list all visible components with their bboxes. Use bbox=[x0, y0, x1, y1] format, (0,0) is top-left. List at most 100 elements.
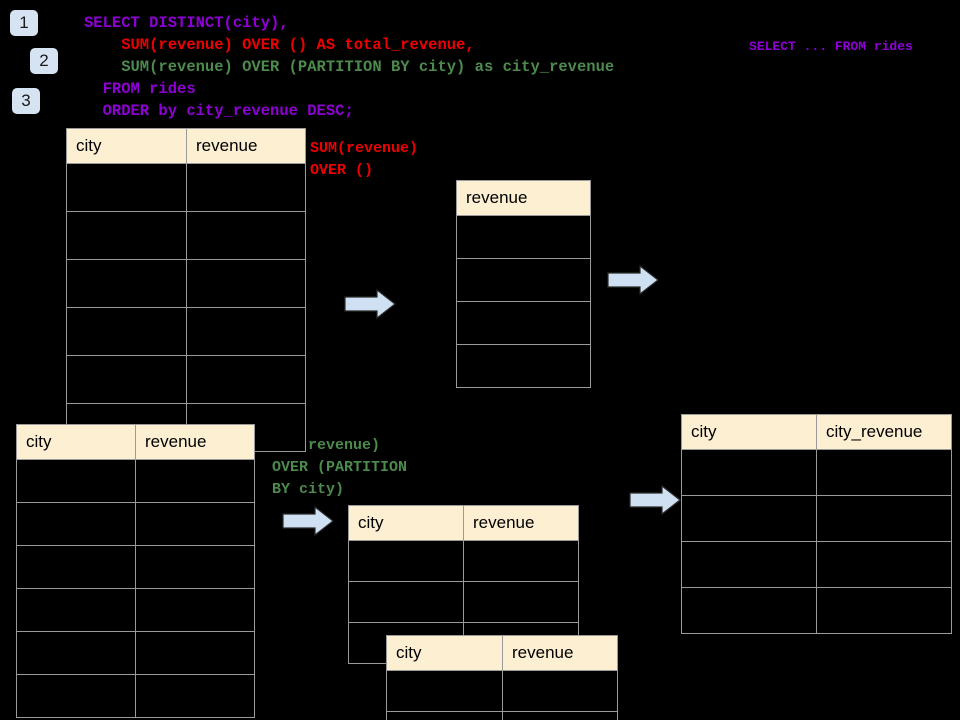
table-row bbox=[456, 344, 591, 388]
table-cell-city_revenue bbox=[816, 449, 952, 496]
table-row bbox=[386, 670, 618, 712]
table-cell-city_revenue bbox=[816, 587, 952, 634]
table-row bbox=[16, 459, 255, 503]
sql-line-3: SUM(revenue) OVER (PARTITION BY city) as… bbox=[84, 58, 615, 76]
table-cell-revenue bbox=[135, 459, 255, 503]
column-header-city: city bbox=[681, 414, 817, 450]
table-row bbox=[456, 301, 591, 345]
table-cell-city bbox=[16, 674, 136, 718]
table-cell-revenue bbox=[135, 674, 255, 718]
table-header-row: revenue bbox=[456, 180, 591, 216]
table-row bbox=[386, 711, 618, 720]
table-cell-city bbox=[348, 540, 464, 582]
table-cell-city bbox=[16, 588, 136, 632]
table-row bbox=[16, 631, 255, 675]
table-cell-city bbox=[16, 459, 136, 503]
table-cell-revenue bbox=[135, 502, 255, 546]
table-row bbox=[456, 258, 591, 302]
annot-total-revenue: SUM(revenue) OVER () bbox=[310, 140, 419, 179]
side-note-select-from-rides: SELECT ... FROM rides bbox=[749, 39, 913, 54]
table-row bbox=[348, 540, 579, 582]
table-cell-city bbox=[681, 449, 817, 496]
table-cell-revenue bbox=[463, 581, 579, 623]
table-cell-city bbox=[681, 495, 817, 542]
table-cell-city bbox=[16, 631, 136, 675]
column-header-city: city bbox=[66, 128, 187, 164]
table-row bbox=[16, 502, 255, 546]
table-cell-city bbox=[386, 711, 503, 720]
table-row bbox=[456, 215, 591, 259]
table-row bbox=[348, 581, 579, 623]
column-header-city: city bbox=[16, 424, 136, 460]
column-header-city: city bbox=[348, 505, 464, 541]
column-header-revenue: revenue bbox=[463, 505, 579, 541]
table-row bbox=[66, 211, 306, 260]
table-cell-revenue bbox=[186, 163, 306, 212]
table-cell-revenue bbox=[456, 301, 591, 345]
table-cell-revenue bbox=[463, 540, 579, 582]
table-row bbox=[681, 495, 952, 542]
table-cell-city bbox=[16, 545, 136, 589]
column-header-revenue: revenue bbox=[186, 128, 306, 164]
table-cell-revenue bbox=[135, 588, 255, 632]
table-cell-city bbox=[66, 355, 187, 404]
arrow-source-to-total-revenue bbox=[344, 288, 396, 320]
step-badge-3: 3 bbox=[12, 88, 40, 114]
arrow-partition-to-result bbox=[629, 484, 681, 516]
table-cell-revenue bbox=[186, 307, 306, 356]
total-revenue-table: revenue bbox=[456, 180, 591, 388]
sql-line-2: SUM(revenue) OVER () AS total_revenue, bbox=[84, 36, 475, 54]
table-cell-revenue bbox=[186, 355, 306, 404]
table-row bbox=[681, 541, 952, 588]
table-row bbox=[66, 355, 306, 404]
table-cell-revenue bbox=[186, 211, 306, 260]
table-cell-city bbox=[681, 541, 817, 588]
table-row bbox=[16, 545, 255, 589]
table-cell-city bbox=[66, 259, 187, 308]
step-badge-1: 1 bbox=[10, 10, 38, 36]
table-cell-city bbox=[16, 502, 136, 546]
right-arrow-icon bbox=[344, 288, 396, 320]
table-cell-city_revenue bbox=[816, 541, 952, 588]
table-cell-revenue bbox=[456, 258, 591, 302]
arrow-total-to-result bbox=[607, 264, 659, 296]
right-arrow-icon bbox=[607, 264, 659, 296]
table-cell-city bbox=[348, 581, 464, 623]
column-header-city: city bbox=[386, 635, 503, 671]
table-cell-revenue bbox=[135, 545, 255, 589]
sql-line-5: ORDER by city_revenue DESC; bbox=[84, 102, 354, 120]
sql-line-1: SELECT DISTINCT(city), bbox=[84, 14, 289, 32]
step-badge-2: 2 bbox=[30, 48, 58, 74]
sql-line-4: FROM rides bbox=[84, 80, 196, 98]
table-cell-city bbox=[66, 163, 187, 212]
table-row bbox=[681, 449, 952, 496]
table-row bbox=[66, 259, 306, 308]
table-cell-revenue bbox=[135, 631, 255, 675]
table-cell-revenue bbox=[186, 259, 306, 308]
table-row bbox=[66, 163, 306, 212]
table-cell-city bbox=[66, 211, 187, 260]
table-row bbox=[681, 587, 952, 634]
column-header-city_revenue: city_revenue bbox=[816, 414, 952, 450]
table-cell-revenue bbox=[456, 215, 591, 259]
table-cell-city bbox=[681, 587, 817, 634]
sql-query-code-block: SELECT DISTINCT(city), SUM(revenue) OVER… bbox=[84, 12, 614, 122]
column-header-revenue: revenue bbox=[135, 424, 255, 460]
table-row bbox=[66, 307, 306, 356]
right-arrow-icon bbox=[629, 484, 681, 516]
table-cell-revenue bbox=[502, 711, 618, 720]
table-row bbox=[16, 588, 255, 632]
column-header-revenue: revenue bbox=[502, 635, 618, 671]
column-header-revenue: revenue bbox=[456, 180, 591, 216]
table-cell-revenue bbox=[456, 344, 591, 388]
table-row bbox=[16, 674, 255, 718]
table-cell-revenue bbox=[502, 670, 618, 712]
